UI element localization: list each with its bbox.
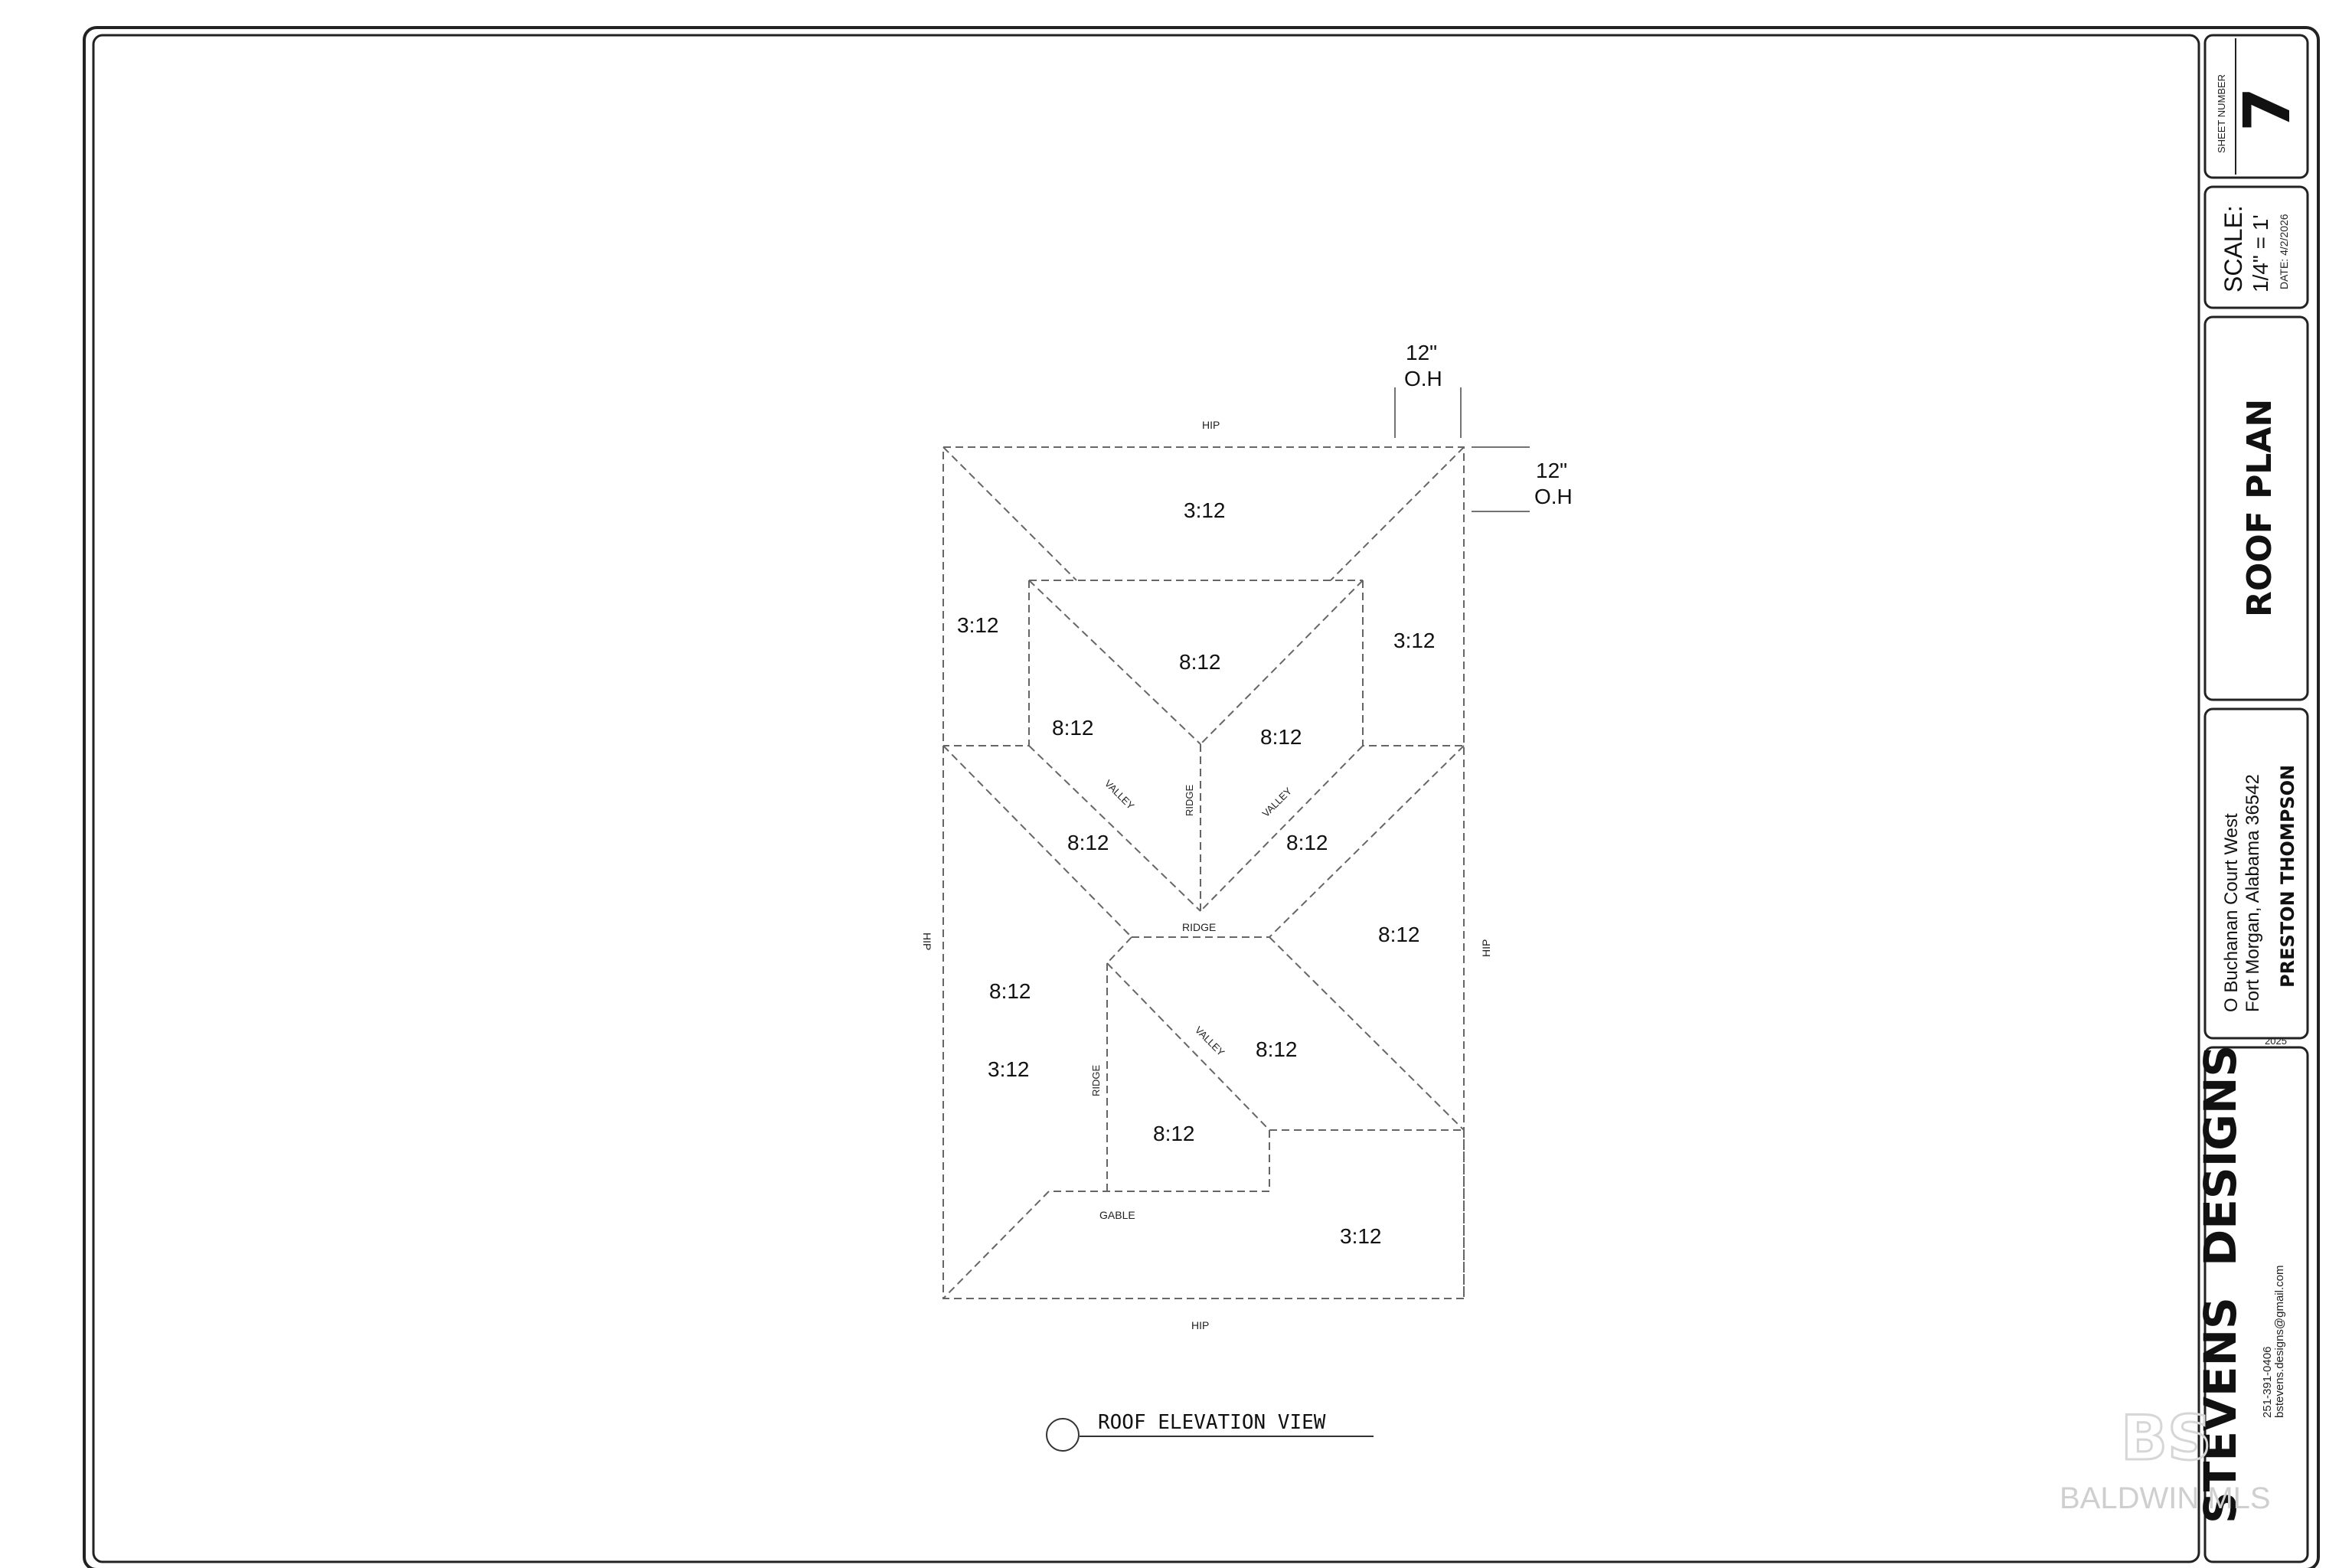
watermark-text: BALDWIN MLS [2060,1481,2271,1515]
ridge-label-center: RIDGE [1184,785,1195,817]
edge-label-bottom: HIP [1191,1319,1209,1331]
roof-outline [942,446,1465,1299]
overhang-top-line2: O.H [1404,367,1442,390]
ridge-label-lower: RIDGE [1090,1065,1102,1097]
pitch-mid-left: 8:12 [1067,831,1109,854]
pitch-inner-top: 8:12 [1179,650,1221,674]
ridge-label-mid: RIDGE [1182,921,1216,933]
year-label: 2025 [2265,1035,2287,1047]
company-box [2203,1046,2309,1563]
pitch-lower-inner: 8:12 [1153,1122,1195,1145]
scale-box [2203,185,2309,309]
edge-label-top: HIP [1202,419,1220,431]
scale-value: 1/4" = 1' [2249,214,2272,292]
pitch-inner-left: 8:12 [1052,716,1094,740]
watermark-logo: BS [2121,1403,2212,1474]
valley-label-left: VALLEY [1102,778,1137,812]
address-line-1: O Buchanan Court West [2221,813,2242,1012]
pitch-mid-right: 8:12 [1286,831,1328,854]
pitch-left-middle: 8:12 [989,979,1031,1003]
valley-label-right: VALLEY [1260,785,1295,819]
sheet-number-label: SHEET NUMBER [2216,74,2227,153]
pitch-lower-center: 8:12 [1256,1037,1298,1061]
client-box [2203,707,2309,1040]
pitch-inner-right: 8:12 [1260,725,1302,749]
pitch-left-lower: 3:12 [988,1057,1030,1081]
valley-label-lower: VALLEY [1193,1024,1227,1059]
pitch-top: 3:12 [1184,498,1226,522]
scale-label: SCALE: [2220,205,2247,292]
view-label: ROOF ELEVATION VIEW [1098,1411,1326,1434]
company-name: STEVENS DESIGNS [2194,1045,2246,1524]
overhang-right-line1: 12" [1536,459,1567,482]
overhang-top-line1: 12" [1406,341,1437,364]
pitch-right-middle: 8:12 [1378,923,1420,946]
sheet-number-box [2203,34,2309,179]
sheet-inner-border [92,34,2200,1563]
sheet-number: 7 [2230,87,2305,132]
edge-label-right: HIP [1480,939,1492,957]
pitch-left-upper: 3:12 [957,613,999,637]
address-line-2: Fort Morgan, Alabama 36542 [2243,774,2263,1012]
sheet-outer-border [83,26,2320,1568]
sheet-title: ROOF PLAN [2240,399,2279,617]
date-label: DATE: 4/2/2026 [2278,214,2290,289]
pitch-right-upper: 3:12 [1393,629,1436,652]
company-phone: 251-391-0406 [2261,1347,2274,1418]
edge-label-left: HIP [921,933,933,950]
client-name: PRESTON THOMPSON [2277,765,2298,988]
title-box [2203,315,2309,701]
view-marker-circle [1046,1418,1080,1452]
gable-label: GABLE [1099,1209,1135,1221]
overhang-right-line2: O.H [1534,485,1573,508]
company-email: bstevens.designs@gmail.com [2273,1266,2286,1418]
overhang-dimension-lines [1394,387,1530,512]
pitch-bottom-right: 3:12 [1340,1224,1382,1248]
